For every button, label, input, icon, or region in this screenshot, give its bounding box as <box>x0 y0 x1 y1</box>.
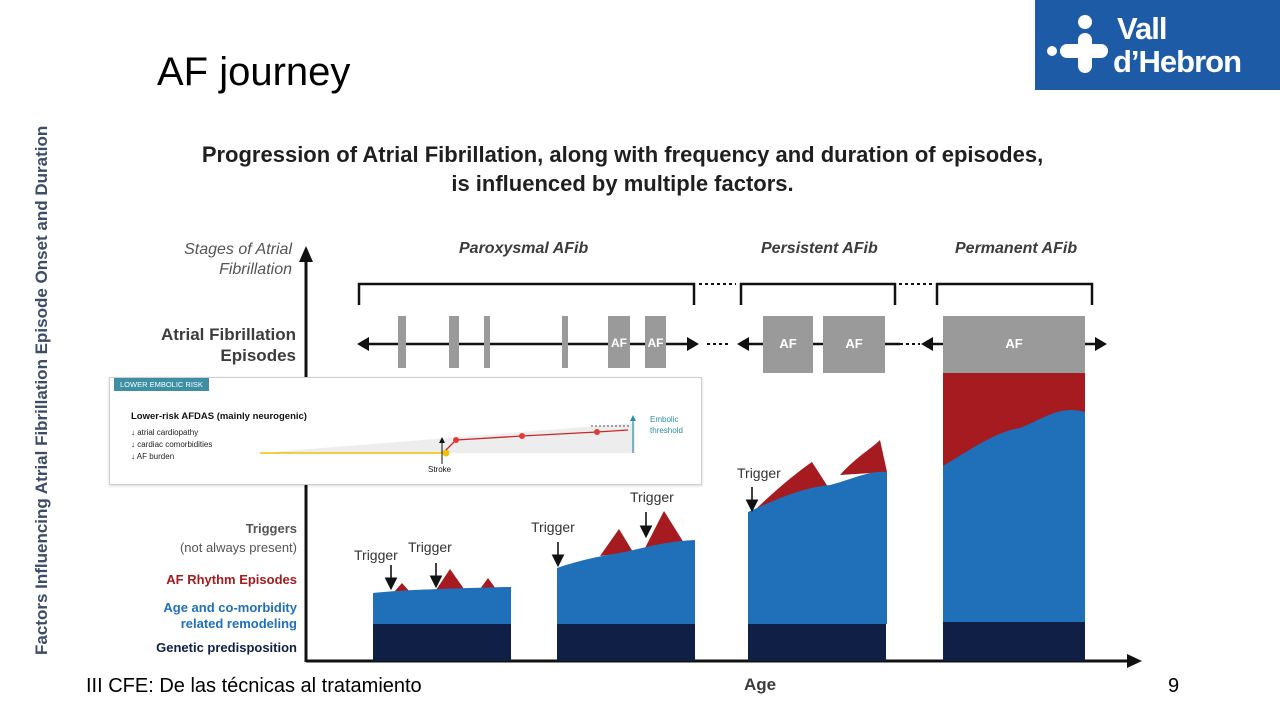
factor-label-remodeling: Age and co-morbidity <box>163 600 297 615</box>
figure-heading-line-1: Progression of Atrial Fibrillation, alon… <box>201 142 1044 167</box>
remodeling-area <box>748 471 887 624</box>
logo-text-vall: Vall <box>1117 11 1167 46</box>
af-episode-peak <box>436 569 464 590</box>
inset-threshold-line-1: Embolic <box>650 415 679 424</box>
af-episode-peak <box>480 578 496 589</box>
episode-box-label: AF <box>779 336 797 351</box>
episode-arrow-right-3 <box>1095 337 1107 351</box>
af-episode-peak <box>840 440 887 475</box>
inset-threshold-line-2: threshold <box>650 426 683 435</box>
episode-box-af <box>943 316 1085 373</box>
slide-title: AF journey <box>157 50 351 94</box>
inset-tag: LOWER EMBOLIC RISK <box>114 378 209 391</box>
remodeling-area <box>557 540 695 624</box>
trigger-label: Trigger <box>408 539 452 555</box>
factor-label-af-episodes: AF Rhythm Episodes <box>166 572 297 587</box>
x-axis-label: Age <box>744 675 777 694</box>
inset-item: ↓ AF burden <box>131 452 175 461</box>
figure-heading: Progression of Atrial Fibrillation, alon… <box>120 140 1125 198</box>
stage-label-permanent: Permanent AFib <box>955 240 1078 257</box>
episode-arrow-left-3 <box>921 337 933 351</box>
trigger-label: Trigger <box>630 489 674 505</box>
episode-box-label: AF <box>647 336 664 350</box>
factor-label-triggers-note: (not always present) <box>179 540 297 555</box>
episode-box-af <box>823 316 885 373</box>
inset-item: ↓ atrial cardiopathy <box>131 428 199 437</box>
trigger-label: Trigger <box>354 547 398 563</box>
stages-axis-label: Stages of Atrial Fibrillation <box>184 241 292 278</box>
factor-label-remodeling-2: related remodeling <box>180 616 297 631</box>
episode-box-af <box>608 316 630 368</box>
episode-box <box>484 316 490 368</box>
episode-box <box>398 316 406 368</box>
bracket-paroxysmal <box>357 282 696 305</box>
af-episode-peak <box>752 462 830 513</box>
af-episode-peak <box>645 511 684 548</box>
genetic-band <box>748 624 886 661</box>
episode-box <box>449 316 459 368</box>
genetic-band <box>943 622 1085 661</box>
episode-box-af <box>645 316 666 368</box>
medical-cross-icon <box>1047 15 1108 73</box>
episode-arrow-left-1 <box>357 337 369 351</box>
trigger-label: Trigger <box>531 519 575 535</box>
trigger-label: Trigger <box>737 465 781 481</box>
factors-axis-label: Factors Influencing Atrial Fibrillation … <box>32 125 51 655</box>
factor-label-triggers: Triggers <box>245 521 297 536</box>
episode-box-label: AF <box>1005 336 1023 351</box>
episode-box <box>562 316 568 368</box>
bracket-persistent <box>739 282 897 305</box>
lower-embolic-risk-inset: LOWER EMBOLIC RISK Lower-risk AFDAS (mai… <box>109 377 702 485</box>
af-episode-peak <box>394 583 410 592</box>
page-number: 9 <box>1168 675 1180 697</box>
stage-label-persistent: Persistent AFib <box>761 240 878 257</box>
episode-box-label: AF <box>845 336 863 351</box>
episode-box-label: AF <box>611 336 627 350</box>
inset-risk-plot <box>260 415 636 464</box>
logo-text-dhebron: d’Hebron <box>1113 44 1242 79</box>
factor-label-genetic: Genetic predisposition <box>156 640 297 655</box>
inset-stroke-label: Stroke <box>428 465 452 474</box>
vall-dhebron-logo: Vall d’Hebron <box>1035 0 1280 90</box>
remodeling-area <box>943 410 1085 622</box>
inset-title: Lower-risk AFDAS (mainly neurogenic) <box>131 411 307 422</box>
remodeling-area <box>373 587 511 624</box>
stage-label-paroxysmal: Paroxysmal AFib <box>459 240 589 257</box>
y-axis-arrowhead <box>299 246 313 262</box>
bracket-permanent <box>935 282 1094 305</box>
episodes-label: Atrial Fibrillation Episodes <box>160 325 296 365</box>
genetic-band <box>557 624 695 661</box>
x-axis-arrowhead <box>1127 654 1142 668</box>
episode-arrow-left-2 <box>737 337 749 351</box>
figure-heading-line-2: is influenced by multiple factors. <box>451 171 794 196</box>
episode-arrow-right-1 <box>687 337 699 351</box>
slide-footer: III CFE: De las técnicas al tratamiento <box>86 675 422 697</box>
af-episode-peak <box>600 529 633 556</box>
genetic-band <box>373 624 511 661</box>
inset-item: ↓ cardiac comorbidities <box>131 440 213 449</box>
episode-box-af <box>763 316 813 373</box>
inset-threshold-label: Embolic threshold <box>650 414 683 436</box>
